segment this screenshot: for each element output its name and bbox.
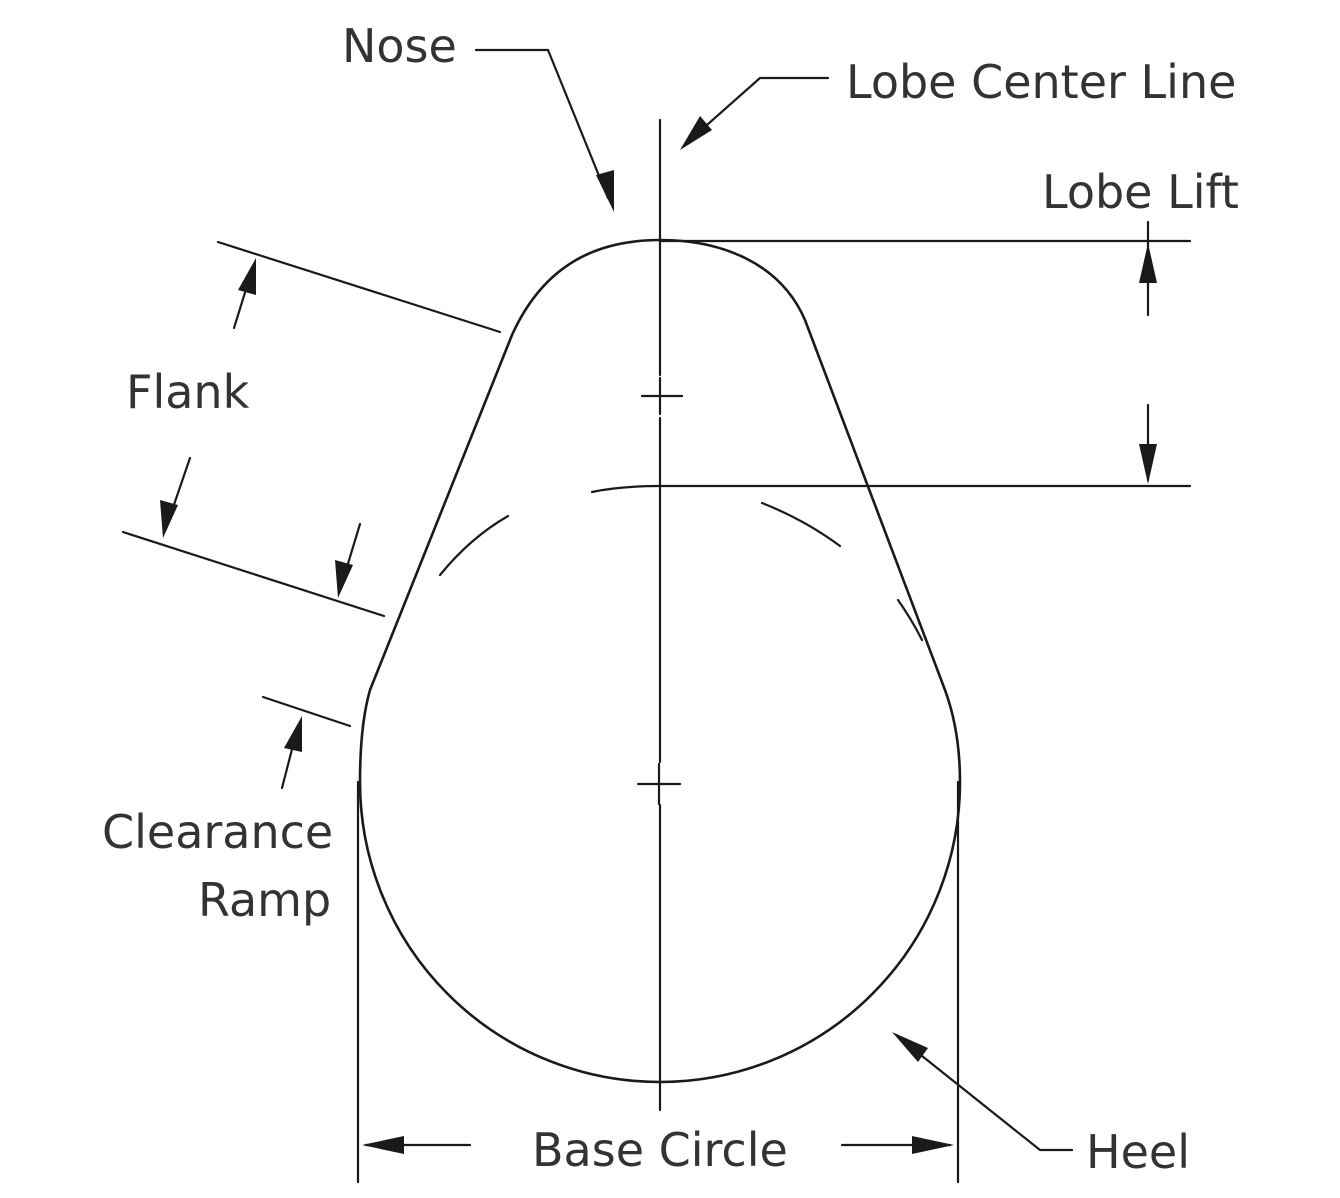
heel-label: Heel: [1086, 1125, 1190, 1179]
clearance-ramp-arrow: [280, 716, 302, 790]
nose-center-mark: [640, 376, 684, 416]
flank-arrows: [160, 258, 362, 598]
lobe-center-line-label: Lobe Center Line: [846, 55, 1236, 109]
ramp-label: Ramp: [198, 873, 331, 927]
lobe-lift-label: Lobe Lift: [1042, 165, 1239, 219]
heel-leader: [892, 1032, 1074, 1152]
base-circle-label: Base Circle: [532, 1123, 788, 1177]
flank-top-line: [216, 240, 502, 334]
base-circle-hidden-arc: [438, 484, 924, 642]
base-circle-arrows: [362, 1136, 954, 1154]
lobe-lift-arrows: [1139, 220, 1157, 484]
nose-label: Nose: [342, 19, 457, 73]
lobe-center-leader: [680, 76, 830, 150]
nose-leader: [474, 48, 614, 212]
clearance-label: Clearance: [102, 805, 333, 859]
flank-bottom-line: [121, 530, 386, 618]
clearance-ramp-line: [261, 695, 352, 728]
base-circle-center-mark: [636, 762, 682, 806]
flank-label: Flank: [126, 365, 250, 419]
